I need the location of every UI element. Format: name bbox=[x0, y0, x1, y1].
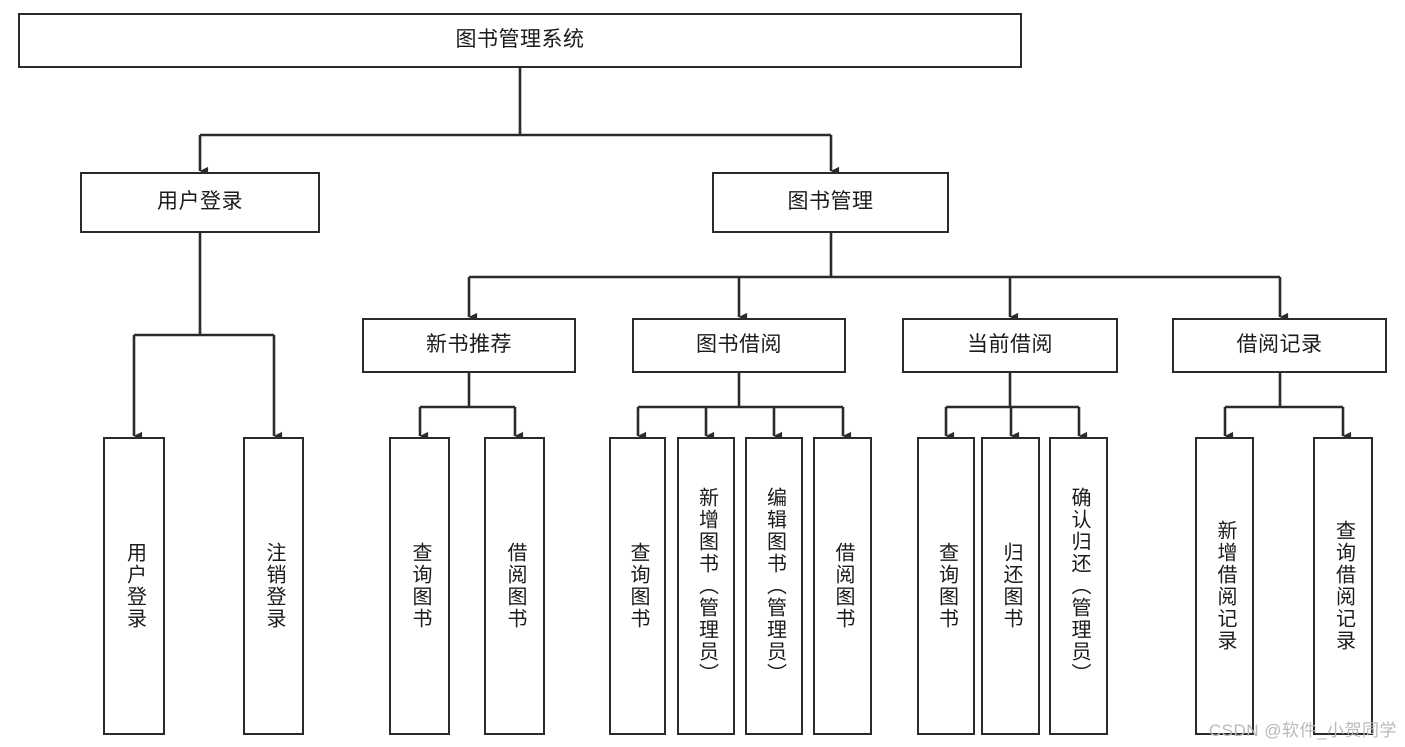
node-label: 查询图书 bbox=[627, 542, 649, 630]
node-label: 查询图书 bbox=[935, 542, 958, 630]
node-leaf-7[interactable]: 编辑图书（管理员） bbox=[745, 437, 803, 735]
node-l2-2[interactable]: 图书管理 bbox=[712, 172, 949, 233]
node-label: 编辑图书（管理员） bbox=[763, 487, 786, 685]
node-label: 借阅记录 bbox=[1236, 333, 1323, 357]
node-label: 用户登录 bbox=[123, 542, 146, 630]
node-l3-4[interactable]: 借阅记录 bbox=[1172, 318, 1387, 373]
node-label: 新增借阅记录 bbox=[1214, 520, 1236, 652]
node-leaf-2[interactable]: 注销登录 bbox=[243, 437, 304, 735]
node-label: 图书借阅 bbox=[696, 333, 782, 357]
node-label: 注销登录 bbox=[263, 542, 285, 630]
node-root[interactable]: 图书管理系统 bbox=[18, 13, 1022, 68]
node-label: 图书管理 bbox=[787, 190, 874, 214]
node-leaf-12[interactable]: 新增借阅记录 bbox=[1195, 437, 1254, 735]
node-l3-3[interactable]: 当前借阅 bbox=[902, 318, 1118, 373]
node-label: 借阅图书 bbox=[832, 542, 854, 630]
node-label: 用户登录 bbox=[157, 190, 243, 214]
node-leaf-9[interactable]: 查询图书 bbox=[917, 437, 975, 735]
node-label: 查询借阅记录 bbox=[1332, 520, 1355, 652]
node-leaf-3[interactable]: 查询图书 bbox=[389, 437, 450, 735]
node-label: 归还图书 bbox=[1000, 542, 1022, 630]
node-leaf-8[interactable]: 借阅图书 bbox=[813, 437, 872, 735]
node-label: 当前借阅 bbox=[967, 333, 1053, 357]
node-label: 新书推荐 bbox=[426, 333, 512, 357]
node-label: 新增图书（管理员） bbox=[695, 487, 718, 685]
node-label: 确认归还（管理员） bbox=[1068, 487, 1090, 685]
node-l2-1[interactable]: 用户登录 bbox=[80, 172, 320, 233]
node-leaf-10[interactable]: 归还图书 bbox=[981, 437, 1040, 735]
node-l3-1[interactable]: 新书推荐 bbox=[362, 318, 576, 373]
node-leaf-4[interactable]: 借阅图书 bbox=[484, 437, 545, 735]
node-leaf-5[interactable]: 查询图书 bbox=[609, 437, 666, 735]
node-leaf-1[interactable]: 用户登录 bbox=[103, 437, 165, 735]
node-l3-2[interactable]: 图书借阅 bbox=[632, 318, 846, 373]
csdn-watermark: CSDN @软件_小贺同学 bbox=[1208, 721, 1397, 740]
node-leaf-6[interactable]: 新增图书（管理员） bbox=[677, 437, 735, 735]
node-leaf-13[interactable]: 查询借阅记录 bbox=[1313, 437, 1373, 735]
node-label: 借阅图书 bbox=[504, 542, 526, 630]
node-leaf-11[interactable]: 确认归还（管理员） bbox=[1049, 437, 1108, 735]
node-label: 查询图书 bbox=[409, 542, 431, 630]
node-label: 图书管理系统 bbox=[455, 28, 585, 52]
